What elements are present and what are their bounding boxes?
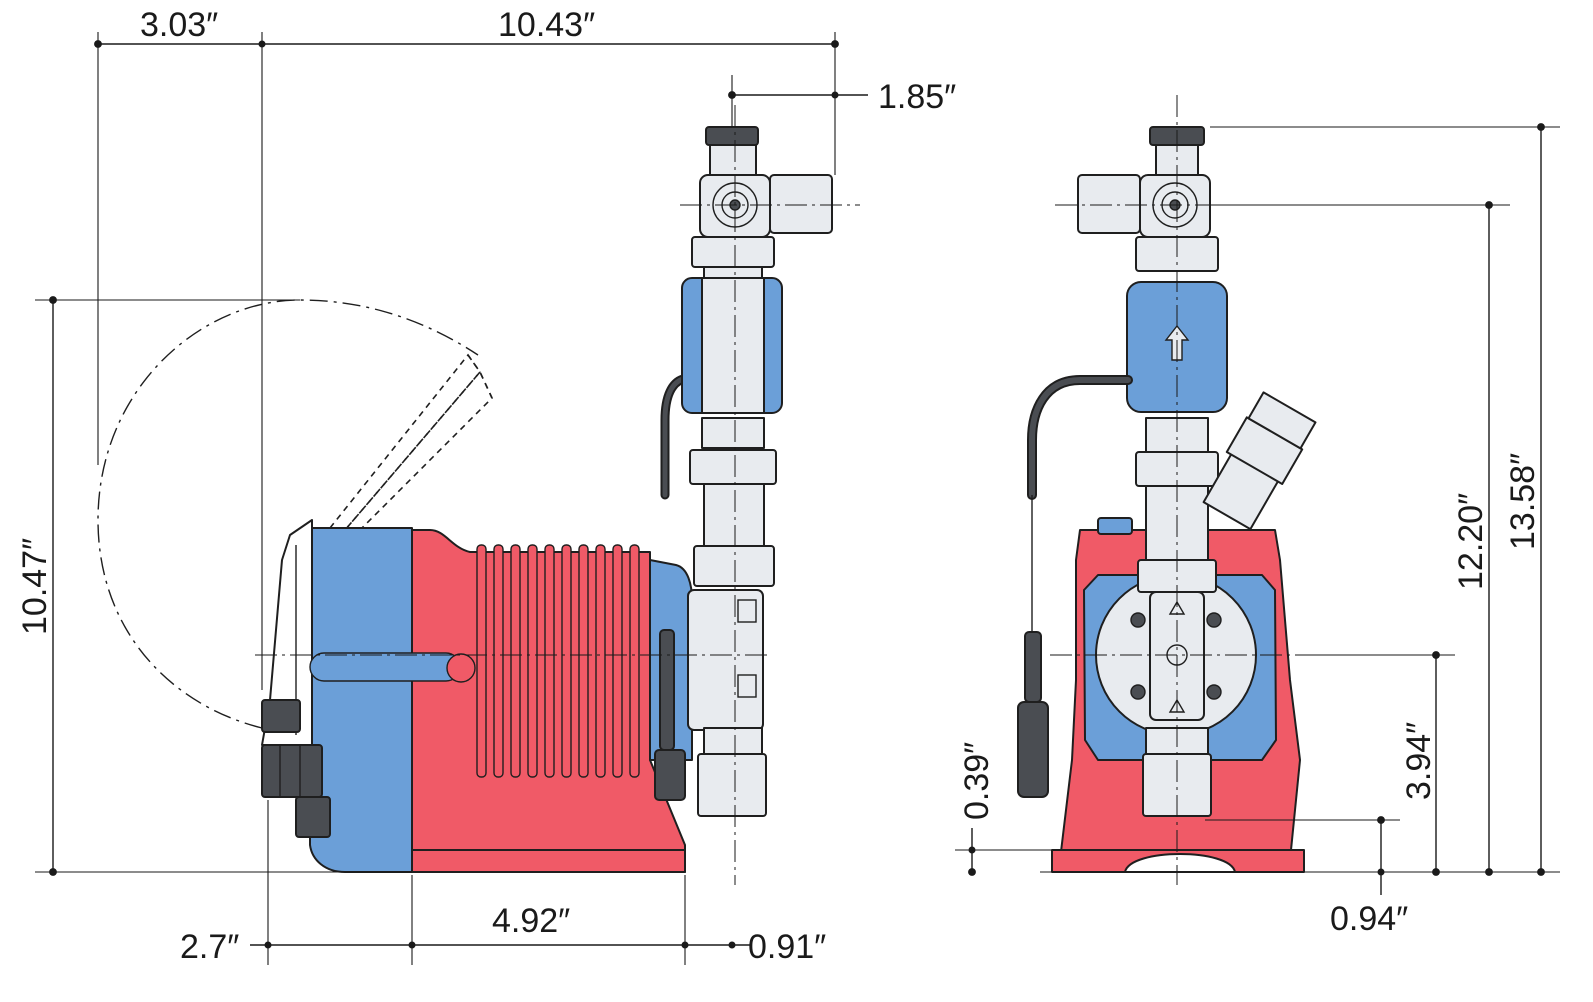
dim-3-94: 3.94″: [1400, 722, 1438, 800]
dim-10-47: 10.47″: [16, 538, 54, 635]
dim-3-03: 3.03″: [140, 6, 218, 44]
dimension-labels: 3.03″ 10.43″ 1.85″ 10.47″ 2.7″ 4.92″ 0.9…: [16, 6, 1542, 966]
discharge-valve-stack: [681, 126, 833, 817]
dim-0-91: 0.91″: [748, 928, 826, 966]
front-view: [1017, 95, 1317, 885]
control-housing: [261, 519, 476, 873]
motor-housing: [411, 529, 686, 873]
base-plate: [411, 849, 686, 873]
lid-swing-arc: [97, 299, 479, 729]
dimension-lines: [35, 32, 1560, 965]
dim-4-92: 4.92″: [492, 902, 570, 940]
open-lid-ghost: [329, 353, 493, 533]
front-cable: [1017, 375, 1133, 798]
front-connectors: [261, 699, 331, 838]
dim-2-7: 2.7″: [180, 928, 239, 966]
cooling-fins: [476, 544, 640, 778]
side-view: [97, 105, 860, 885]
dim-0-94: 0.94″: [1330, 900, 1408, 938]
pump-head-body: [687, 589, 764, 731]
dim-13-58: 13.58″: [1504, 453, 1542, 550]
dim-10-43: 10.43″: [498, 6, 595, 44]
dim-12-20: 12.20″: [1452, 493, 1490, 590]
dim-1-85: 1.85″: [878, 78, 956, 116]
dim-0-39: 0.39″: [958, 742, 996, 820]
